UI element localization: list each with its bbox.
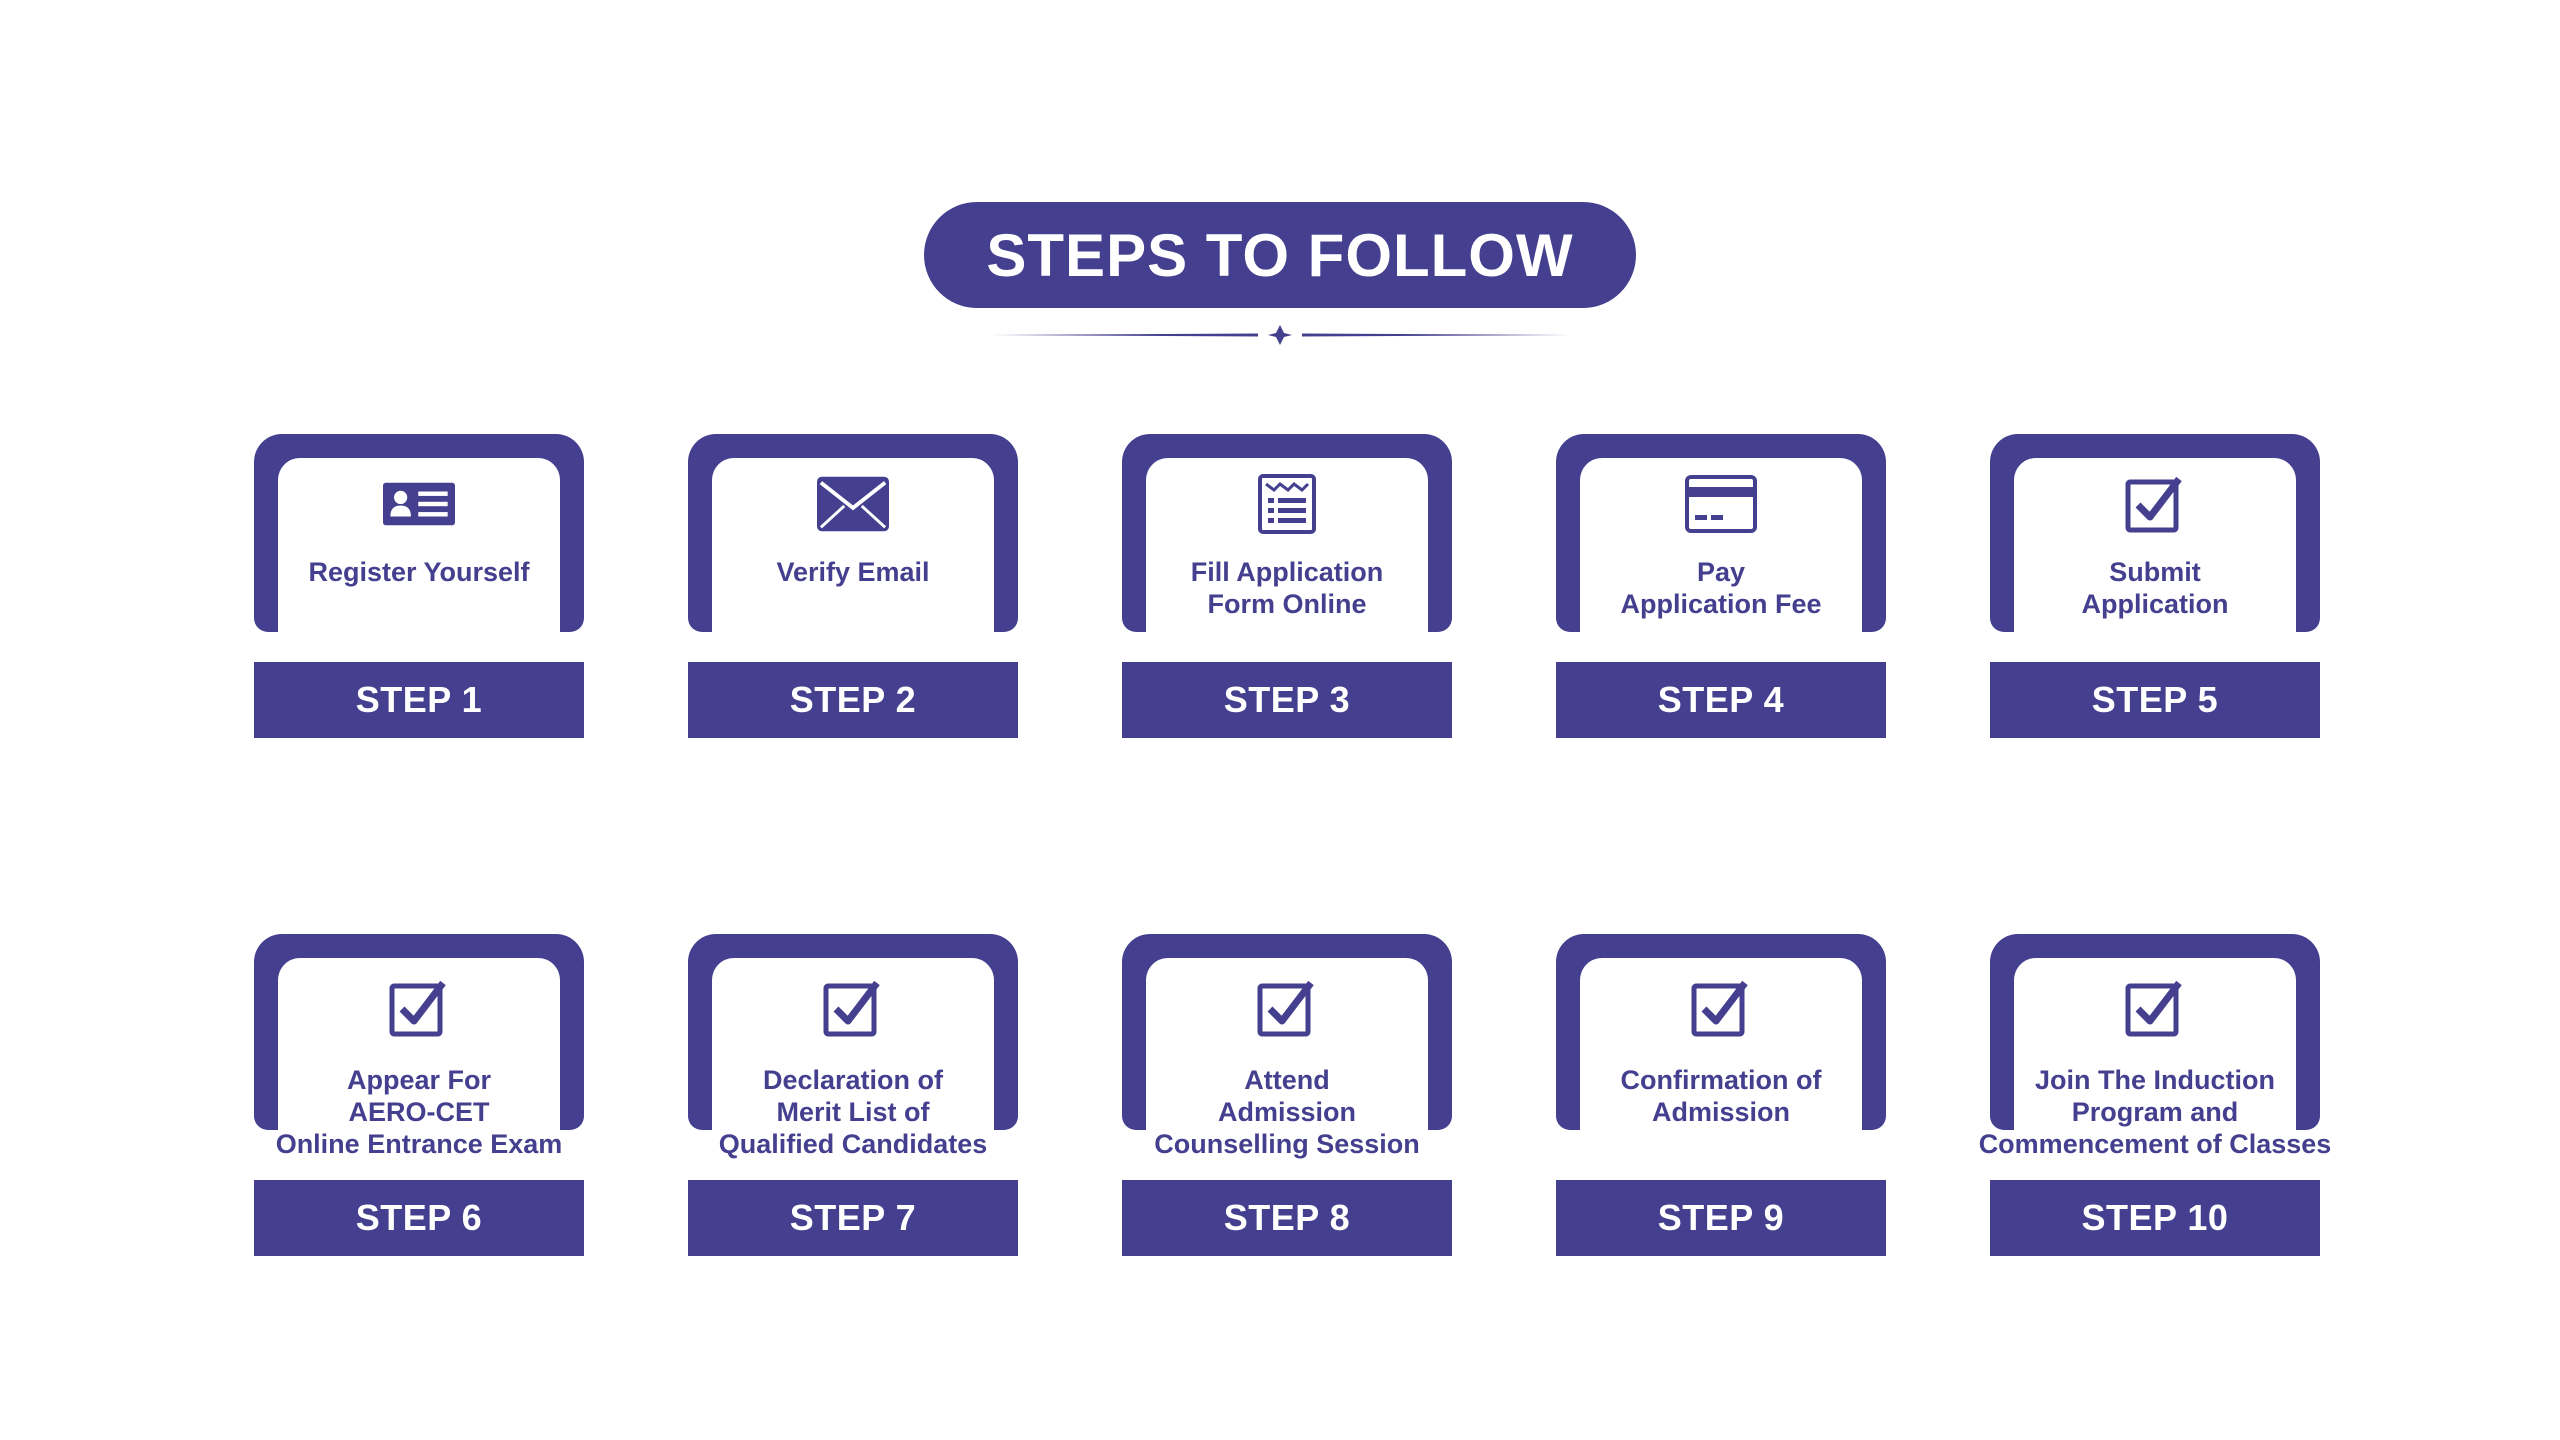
step-card-10: Join The Induction Program and Commencem… <box>1979 934 2331 1244</box>
step-label: Fill Application Form Online <box>1190 557 1384 619</box>
step-label: Declaration of Merit List of Qualified C… <box>718 1065 988 1159</box>
page-title: STEPS TO FOLLOW <box>924 202 1636 308</box>
envelope-icon <box>817 474 889 534</box>
checkbox-icon <box>2119 978 2191 1038</box>
form-icon <box>1251 474 1323 534</box>
step-badge: STEP 3 <box>1122 662 1452 738</box>
checkbox-icon <box>383 978 455 1038</box>
step-badge: STEP 7 <box>688 1180 1018 1256</box>
step-badge: STEP 9 <box>1556 1180 1886 1256</box>
step-label: Confirmation of Admission <box>1620 1065 1822 1127</box>
step-badge: STEP 5 <box>1990 662 2320 738</box>
step-label: Attend Admission Counselling Session <box>1154 1065 1420 1159</box>
step-card-6: Appear For AERO-CET Online Entrance Exam <box>254 934 584 1244</box>
title-divider <box>990 325 1570 345</box>
step-label: Pay Application Fee <box>1620 557 1822 619</box>
step-badge: STEP 1 <box>254 662 584 738</box>
step-label: Appear For AERO-CET Online Entrance Exam <box>275 1065 563 1159</box>
step-badge: STEP 6 <box>254 1180 584 1256</box>
credit-card-icon <box>1685 474 1757 534</box>
step-card-7: Declaration of Merit List of Qualified C… <box>688 934 1018 1244</box>
step-badge: STEP 8 <box>1122 1180 1452 1256</box>
step-card-8: Attend Admission Counselling Session <box>1122 934 1452 1244</box>
step-badge: STEP 4 <box>1556 662 1886 738</box>
step-label: Submit Application <box>2081 557 2229 619</box>
step-label: Verify Email <box>776 557 930 587</box>
step-badge: STEP 2 <box>688 662 1018 738</box>
step-label: Register Yourself <box>308 557 530 587</box>
checkbox-icon <box>817 978 889 1038</box>
step-card-1: Register Yourself <box>254 434 584 744</box>
step-card-9: Confirmation of Admission <box>1556 934 1886 1244</box>
id-card-icon <box>383 474 455 534</box>
step-label: Join The Induction Program and Commencem… <box>1978 1065 2332 1159</box>
checkbox-icon <box>1251 978 1323 1038</box>
checkbox-icon <box>1685 978 1757 1038</box>
checkbox-icon <box>2119 474 2191 534</box>
step-badge: STEP 10 <box>1990 1180 2320 1256</box>
